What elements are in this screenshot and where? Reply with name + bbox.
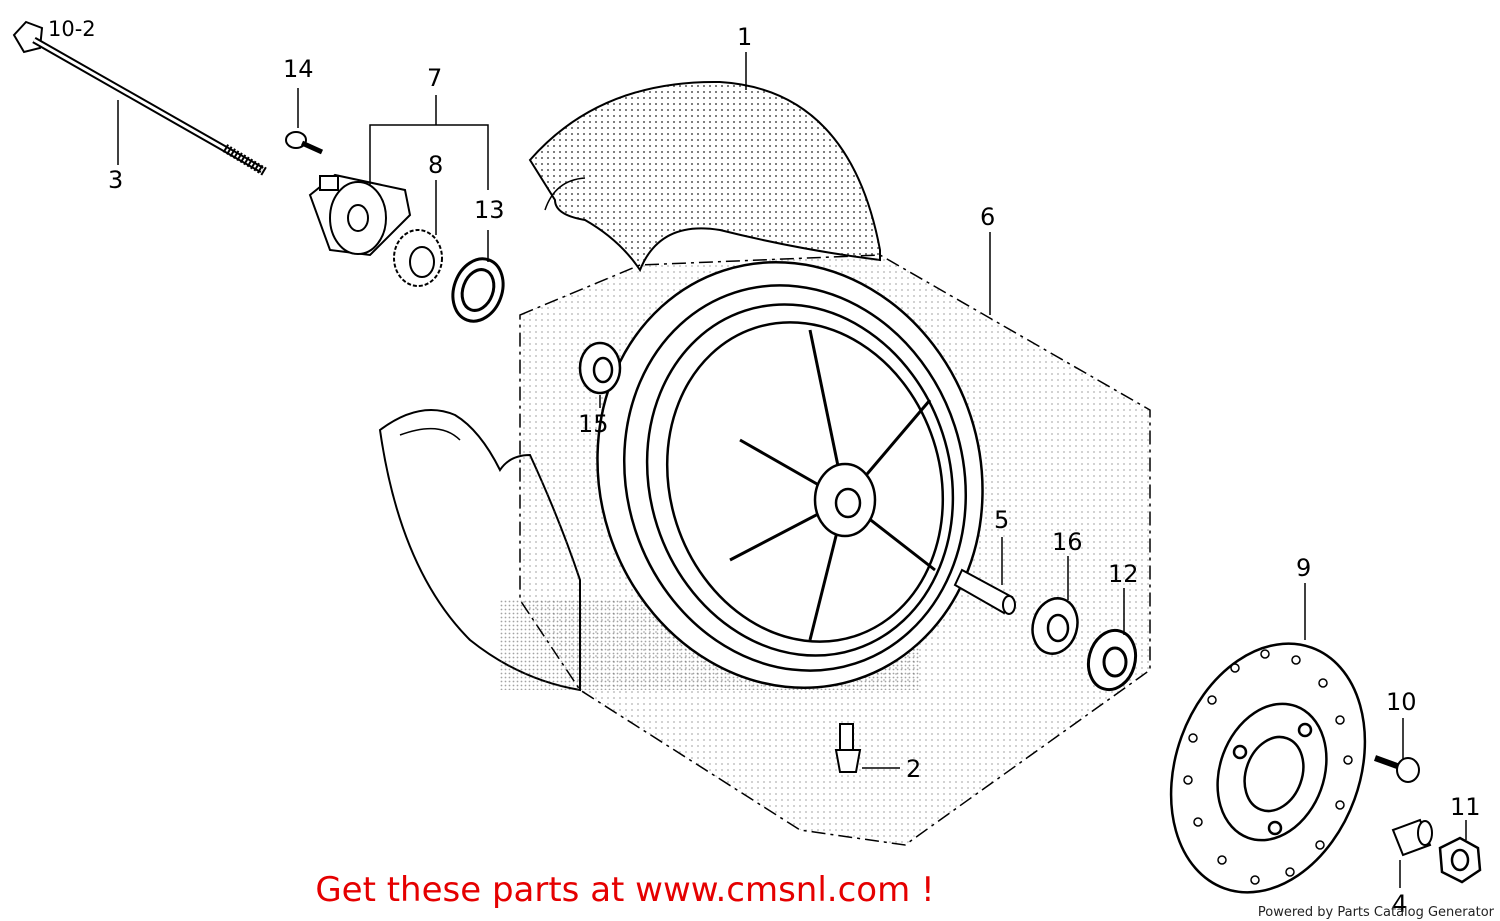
screw-drawing: [285, 131, 324, 155]
collar-drawing: [953, 568, 1016, 615]
brake-disc-drawing: [1169, 642, 1367, 894]
part-label-1: 1: [737, 23, 752, 51]
part-label-3: 3: [108, 166, 123, 194]
credit-text: Powered by Parts Catalog Generator: [1257, 905, 1494, 920]
page-code: 10-2: [48, 17, 96, 41]
part-label-10: 10: [1386, 688, 1417, 716]
axle-drawing: [12, 20, 268, 176]
part-label-5: 5: [994, 506, 1009, 534]
gearbox-drawing: [308, 173, 412, 257]
promo-link[interactable]: Get these parts at www.cmsnl.com !: [315, 870, 935, 910]
part-label-2: 2: [906, 755, 921, 783]
bearing-right-drawing: [1031, 597, 1079, 655]
part-labels: 1 2 3 4 5 6 7 8 9 10 11 12 13 14 15 16: [108, 23, 1481, 918]
disc-bolt-drawing: [1373, 755, 1420, 783]
promo-banner: Get these parts at www.cmsnl.com !: [0, 870, 1500, 910]
part-label-11: 11: [1450, 793, 1481, 821]
part-label-8: 8: [428, 151, 443, 179]
part-label-16: 16: [1052, 528, 1083, 556]
part-label-4: 4: [1392, 890, 1407, 918]
leader-lines: [117, 52, 1467, 888]
valve-drawing: [834, 723, 862, 773]
axle-nut-drawing: [1438, 836, 1482, 884]
part-label-12: 12: [1108, 560, 1139, 588]
part-label-14: 14: [283, 55, 314, 83]
part-label-13: 13: [474, 196, 505, 224]
part-label-7: 7: [427, 64, 442, 92]
wheel-rim-drawing: [596, 261, 984, 689]
part-label-9: 9: [1296, 554, 1311, 582]
part-label-6: 6: [980, 203, 995, 231]
part-label-15: 15: [578, 410, 609, 438]
dust-seal-drawing: [1086, 628, 1138, 692]
retainer-drawing: [451, 257, 505, 323]
bearing-left-drawing: [578, 341, 622, 395]
disc-collar-drawing: [1391, 818, 1433, 857]
gear-drawing: [393, 229, 443, 287]
